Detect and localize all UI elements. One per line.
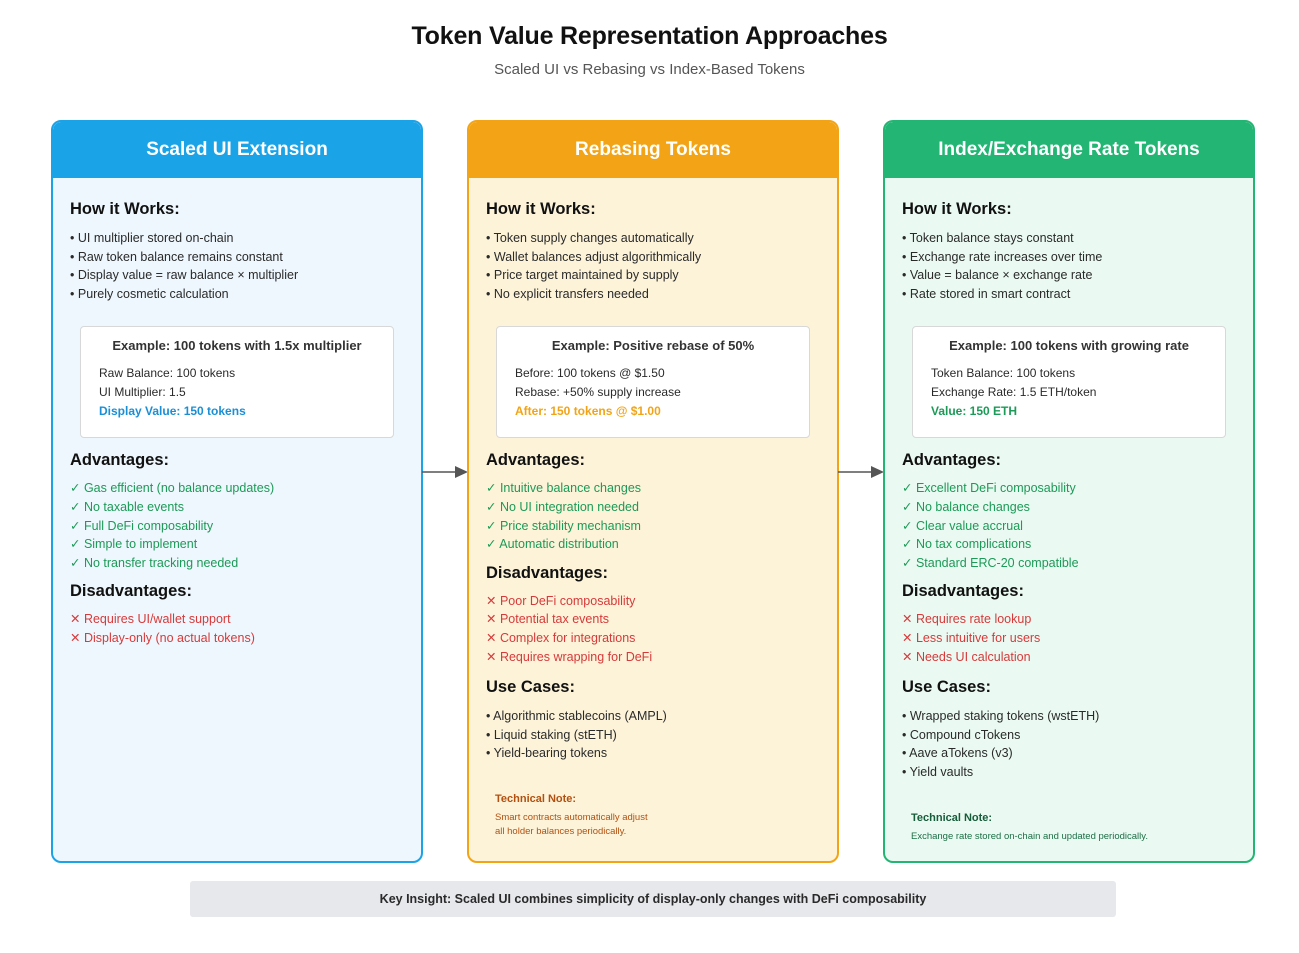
how-it-works-heading: How it Works: [486,200,596,218]
list-item: Compound cTokens [902,726,1236,745]
advantages-list: ✓ Gas efficient (no balance updates) ✓ N… [70,479,404,572]
list-item: ✕ Poor DeFi composability [486,593,636,608]
disadvantages-heading: Disadvantages: [70,582,192,601]
card-rebasing-tokens: Rebasing Tokens How it Works: Token supp… [467,120,839,863]
example-box: Example: 100 tokens with growing rate To… [912,326,1226,439]
list-item: Rate stored in smart contract [902,285,1236,304]
card-header: Rebasing Tokens [469,122,837,178]
how-it-works-heading: How it Works: [70,200,180,218]
disadvantages-list: ✕ Requires UI/wallet support ✕ Display-o… [70,610,404,647]
list-item: ✓ Full DeFi composability [70,518,214,533]
example-line: Token Balance: 100 tokens [931,366,1076,381]
arrow-right-icon [422,466,468,478]
list-item: ✓ Gas efficient (no balance updates) [70,481,275,496]
card-index-exchange-rate-tokens: Index/Exchange Rate Tokens How it Works:… [883,120,1255,863]
technical-note: Technical Note: Exchange rate stored on-… [902,812,1236,844]
card-header: Index/Exchange Rate Tokens [885,122,1253,178]
list-item: ✕ Requires wrapping for DeFi [486,649,653,664]
page-title: Token Value Representation Approaches [411,22,888,50]
list-item: No explicit transfers needed [486,285,820,304]
technical-note-title: Technical Note: [911,811,993,824]
example-line: Rebase: +50% supply increase [515,384,681,399]
list-item: ✓ Price stability mechanism [486,518,641,533]
advantages-heading: Advantages: [902,451,1002,470]
example-line: UI Multiplier: 1.5 [99,384,186,399]
list-item: Liquid staking (stETH) [486,726,820,745]
use-cases-heading: Use Cases: [486,678,575,697]
list-item: Wallet balances adjust algorithmically [486,248,820,267]
technical-note-text: Smart contracts automatically adjust [495,811,648,823]
advantages-list: ✓ Excellent DeFi composability ✓ No bala… [902,479,1236,572]
list-item: Wrapped staking tokens (wstETH) [902,707,1236,726]
example-line: Before: 100 tokens @ $1.50 [515,366,665,381]
example-title: Example: 100 tokens with growing rate [949,338,1189,354]
list-item: ✕ Display-only (no actual tokens) [70,630,255,645]
disadvantages-heading: Disadvantages: [902,582,1024,601]
example-result: After: 150 tokens @ $1.00 [515,403,661,418]
list-item: Algorithmic stablecoins (AMPL) [486,707,820,726]
technical-note-text: all holder balances periodically. [495,825,627,837]
list-item: ✓ No UI integration needed [486,499,639,514]
list-item: Token balance stays constant [902,229,1236,248]
list-item: ✕ Potential tax events [486,612,610,627]
list-item: ✕ Requires UI/wallet support [70,612,231,627]
list-item: ✕ Less intuitive for users [902,630,1041,645]
example-title: Example: Positive rebase of 50% [551,338,755,354]
advantages-heading: Advantages: [70,451,170,470]
how-it-works-list: UI multiplier stored on-chain Raw token … [70,229,404,303]
list-item: ✓ Standard ERC-20 compatible [902,555,1079,570]
technical-note: Technical Note: Smart contracts automati… [486,793,820,839]
technical-note-text: Exchange rate stored on-chain and update… [911,830,1148,842]
list-item: UI multiplier stored on-chain [70,229,404,248]
list-item: Yield-bearing tokens [486,744,820,763]
list-item: Exchange rate increases over time [902,248,1236,267]
page-subtitle: Scaled UI vs Rebasing vs Index-Based Tok… [494,61,805,78]
list-item: Price target maintained by supply [486,266,820,285]
example-box: Example: 100 tokens with 1.5x multiplier… [80,326,394,439]
example-result: Display Value: 150 tokens [99,403,246,418]
list-item: Aave aTokens (v3) [902,744,1236,763]
disadvantages-heading: Disadvantages: [486,563,608,582]
list-item: ✓ Automatic distribution [486,537,619,552]
use-cases-heading: Use Cases: [902,678,991,697]
example-line: Exchange Rate: 1.5 ETH/token [931,384,1097,399]
list-item: Purely cosmetic calculation [70,285,404,304]
disadvantages-list: ✕ Requires rate lookup ✕ Less intuitive … [902,610,1236,666]
list-item: Value = balance × exchange rate [902,266,1236,285]
example-title: Example: 100 tokens with 1.5x multiplier [112,338,362,354]
use-cases-list: Wrapped staking tokens (wstETH) Compound… [902,707,1236,781]
card-scaled-ui: Scaled UI Extension How it Works: UI mul… [51,120,423,863]
list-item: Display value = raw balance × multiplier [70,266,404,285]
list-item: ✓ No tax complications [902,537,1032,552]
list-item: ✓ No transfer tracking needed [70,555,239,570]
how-it-works-heading: How it Works: [902,200,1012,218]
key-insight-banner: Key Insight: Scaled UI combines simplici… [190,881,1116,917]
technical-note-title: Technical Note: [495,792,577,805]
list-item: ✕ Complex for integrations [486,630,636,645]
list-item: ✓ Intuitive balance changes [486,481,642,496]
list-item: ✓ No balance changes [902,499,1030,514]
list-item: ✓ No taxable events [70,499,185,514]
list-item: ✓ Clear value accrual [902,518,1023,533]
advantages-list: ✓ Intuitive balance changes ✓ No UI inte… [486,479,820,553]
list-item: ✓ Excellent DeFi composability [902,481,1076,496]
arrow-right-icon [838,466,884,478]
list-item: ✓ Simple to implement [70,537,198,552]
example-line: Raw Balance: 100 tokens [99,366,236,381]
list-item: ✕ Needs UI calculation [902,649,1031,664]
use-cases-list: Algorithmic stablecoins (AMPL) Liquid st… [486,707,820,763]
list-item: Token supply changes automatically [486,229,820,248]
advantages-heading: Advantages: [486,451,586,470]
how-it-works-list: Token supply changes automatically Walle… [486,229,820,303]
example-box: Example: Positive rebase of 50% Before: … [496,326,810,439]
list-item: ✕ Requires rate lookup [902,612,1032,627]
card-header: Scaled UI Extension [53,122,421,178]
list-item: Yield vaults [902,763,1236,782]
example-result: Value: 150 ETH [931,403,1018,418]
how-it-works-list: Token balance stays constant Exchange ra… [902,229,1236,303]
disadvantages-list: ✕ Poor DeFi composability ✕ Potential ta… [486,592,820,666]
list-item: Raw token balance remains constant [70,248,404,267]
